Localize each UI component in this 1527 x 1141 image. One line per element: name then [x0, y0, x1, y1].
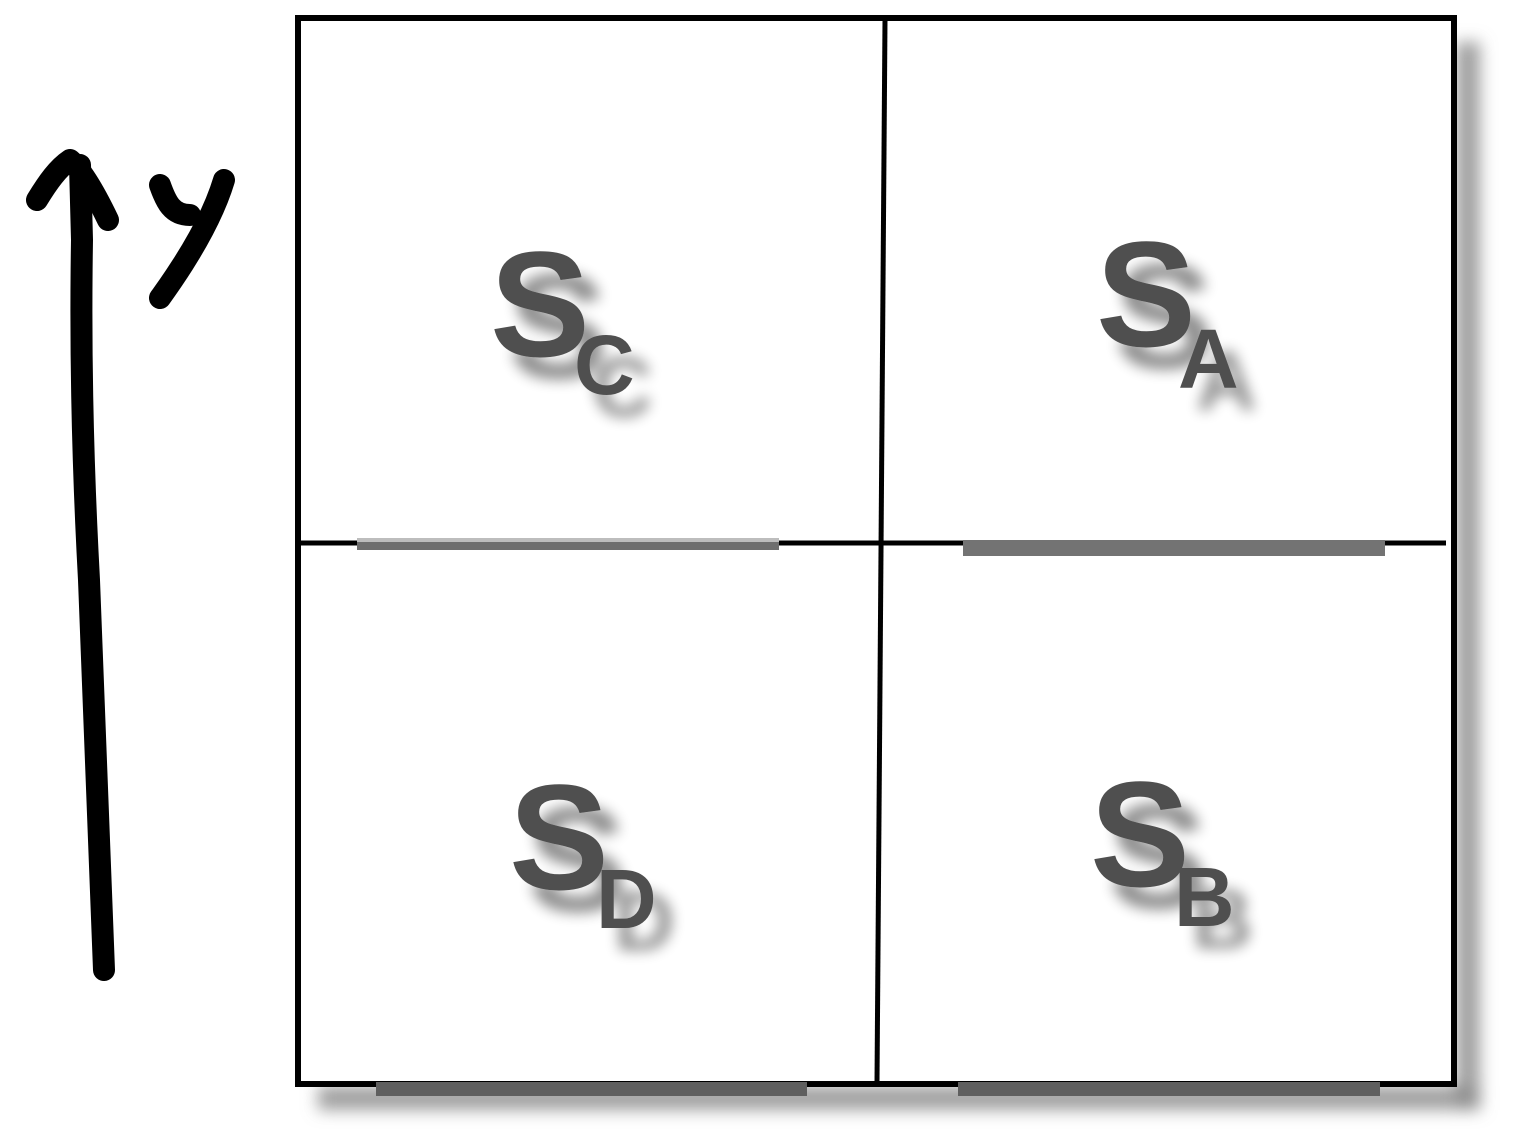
- grid-vertical-divider: [874, 19, 888, 1083]
- y-axis-glyph: [149, 169, 235, 309]
- boundary-bar-top-right: [963, 540, 1385, 556]
- y-axis-arrowhead-icon: [26, 149, 119, 231]
- cell-top-left: S C: [490, 220, 635, 412]
- cell-top-right: S A: [1096, 210, 1239, 406]
- cell-top-right-main: S: [1096, 210, 1196, 378]
- cell-bottom-left-main: S: [509, 753, 609, 921]
- cell-top-left-subscript: C: [574, 318, 635, 412]
- cell-bottom-right-main: S: [1090, 750, 1190, 918]
- boundary-bar-bottom-left: [376, 1082, 807, 1096]
- cell-bottom-right: S B: [1090, 750, 1235, 944]
- boundary-bars: [357, 538, 1385, 1096]
- boundary-bar-top-left-highlight: [357, 538, 779, 542]
- cell-top-left-main: S: [490, 220, 590, 388]
- cell-bottom-right-subscript: B: [1174, 850, 1235, 944]
- boundary-bar-bottom-right: [958, 1082, 1380, 1096]
- y-axis-line: [69, 154, 115, 981]
- cell-top-right-subscript: A: [1178, 312, 1239, 406]
- cell-bottom-left: S D: [509, 753, 657, 946]
- y-axis: y: [26, 149, 235, 981]
- cell-bottom-left-subscript: D: [596, 852, 657, 946]
